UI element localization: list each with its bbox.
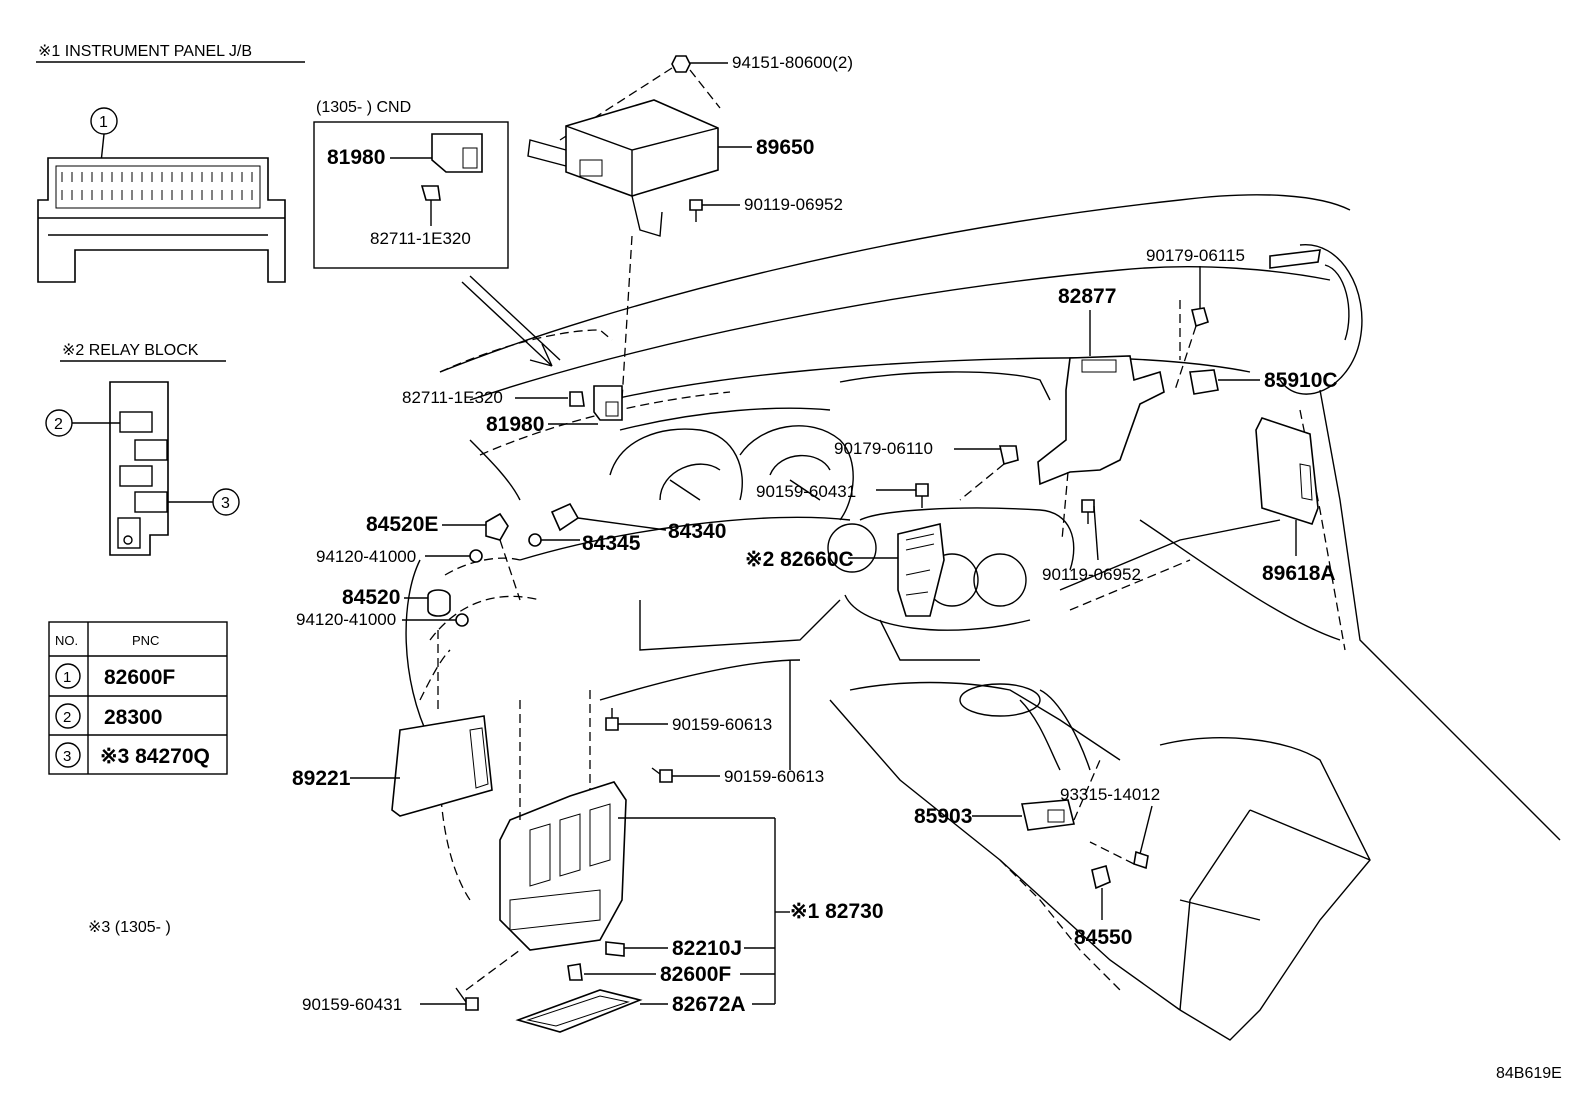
svg-text:3: 3 (221, 495, 230, 512)
part-90159-60431-bottom: 90159-60431 (302, 949, 521, 1014)
part-label-89650: 89650 (756, 136, 814, 159)
part-label-81980-inset: 81980 (327, 146, 385, 169)
part-81980-assembly: 82711-1E320 81980 (402, 385, 623, 436)
part-label-82711-inset: 82711-1E320 (370, 229, 471, 248)
part-82210j: 82210J (605, 937, 775, 960)
part-84550: 84550 (1074, 865, 1132, 949)
part-84340-assembly: 84345 84340 (528, 502, 726, 555)
part-82600f: 82600F (567, 963, 775, 986)
part-label-94120-b: 94120-41000 (296, 610, 396, 629)
part-84520-assembly: 84520 94120-41000 (296, 586, 469, 710)
note-3: ※3 (1305- ) (88, 919, 171, 936)
svg-text:82600F: 82600F (104, 666, 175, 689)
svg-text:2: 2 (63, 709, 71, 726)
part-label-85903: 85903 (914, 805, 972, 828)
part-label-90179-06115: 90179-06115 (1146, 246, 1245, 265)
part-84520e-assembly: 84520E 94120-41000 (316, 512, 521, 601)
cnd-header: (1305- ) CND (316, 99, 411, 116)
part-label-90119-top: 90119-06952 (744, 195, 843, 214)
pnc-table: NO. PNC 1 82600F 2 28300 3 ※3 84270Q (48, 621, 228, 775)
part-label-84550: 84550 (1074, 926, 1132, 949)
table-header-pnc: PNC (132, 633, 159, 648)
part-90119-right: 90119-06952 (1042, 499, 1141, 584)
part-label-93315: 93315-14012 (1060, 785, 1160, 804)
cnd-inset: (1305- ) CND 81980 82711-1E320 (313, 99, 509, 269)
part-label-94151: 94151-80600(2) (732, 53, 853, 72)
part-85903: 85903 (914, 759, 1101, 831)
svg-text:28300: 28300 (104, 706, 162, 729)
nut-icon (671, 55, 691, 73)
junction-block-drawing (37, 157, 286, 283)
part-label-90159-60431-bottom: 90159-60431 (302, 995, 402, 1014)
part-label-82210j: 82210J (672, 937, 742, 960)
instrument-panel-jb-legend: ※1 INSTRUMENT PANEL J/B 1 (36, 43, 305, 283)
part-89221: 89221 (292, 715, 493, 817)
part-label-85910c: 85910C (1264, 369, 1338, 392)
part-label-89221: 89221 (292, 767, 351, 790)
part-label-82730: ※1 82730 (790, 900, 884, 923)
part-label-84345: 84345 (582, 532, 641, 555)
part-90159-60613: 90159-60613 90159-60613 (605, 660, 824, 786)
part-90179-06115: 90179-06115 (1146, 246, 1321, 391)
part-90179-06110: 90179-06110 (834, 439, 1019, 501)
part-label-82672a: 82672A (672, 993, 746, 1016)
relay-block-legend: ※2 RELAY BLOCK 2 3 (45, 342, 240, 556)
svg-text:1: 1 (99, 114, 108, 131)
relay-block-title: ※2 RELAY BLOCK (62, 342, 199, 359)
diagram-code: 84B619E (1496, 1065, 1562, 1082)
part-89650-assembly: 94151-80600(2) 89650 90119-06952 (527, 53, 853, 401)
part-label-90159-60613-a: 90159-60613 (672, 715, 772, 734)
part-label-84520: 84520 (342, 586, 400, 609)
part-label-90119-right: 90119-06952 (1042, 565, 1141, 584)
part-label-82877: 82877 (1058, 285, 1116, 308)
part-label-84340: 84340 (668, 520, 726, 543)
part-label-89618a: 89618A (1262, 562, 1336, 585)
table-row: 2 28300 (55, 703, 162, 729)
part-82730-assembly: ※1 82730 (499, 690, 884, 1004)
part-label-81980: 81980 (486, 413, 544, 436)
part-93315: 93315-14012 (1060, 785, 1160, 870)
part-label-90159-60431-top: 90159-60431 (756, 482, 856, 501)
part-label-84520e: 84520E (366, 513, 438, 536)
table-row: 1 82600F (55, 663, 175, 689)
instrument-panel-jb-title: ※1 INSTRUMENT PANEL J/B (38, 43, 252, 60)
part-label-90159-60613-b: 90159-60613 (724, 767, 824, 786)
bolt-icon (689, 199, 703, 211)
direction-arrow (461, 281, 553, 367)
part-89618a: 89618A (1255, 417, 1336, 585)
part-label-82600f: 82600F (660, 963, 731, 986)
svg-text:3: 3 (63, 748, 71, 765)
part-label-82660c: ※2 82660C (745, 548, 854, 571)
part-82660c-assembly: ※2 82660C (745, 523, 945, 617)
part-82672a: 82672A (515, 989, 775, 1033)
part-85910c: 85910C (1189, 369, 1338, 395)
part-label-94120-a: 94120-41000 (316, 547, 416, 566)
part-82877-assembly: 82877 (1037, 285, 1165, 541)
part-label-82711: 82711-1E320 (402, 388, 503, 407)
part-90159-60431-top: 90159-60431 (756, 482, 929, 508)
table-header-no: NO. (55, 633, 78, 648)
svg-text:※3 84270Q: ※3 84270Q (100, 745, 210, 768)
svg-text:2: 2 (54, 416, 63, 433)
table-row: 3 ※3 84270Q (55, 742, 210, 768)
part-label-90179-06110: 90179-06110 (834, 439, 933, 458)
svg-text:1: 1 (63, 669, 71, 686)
